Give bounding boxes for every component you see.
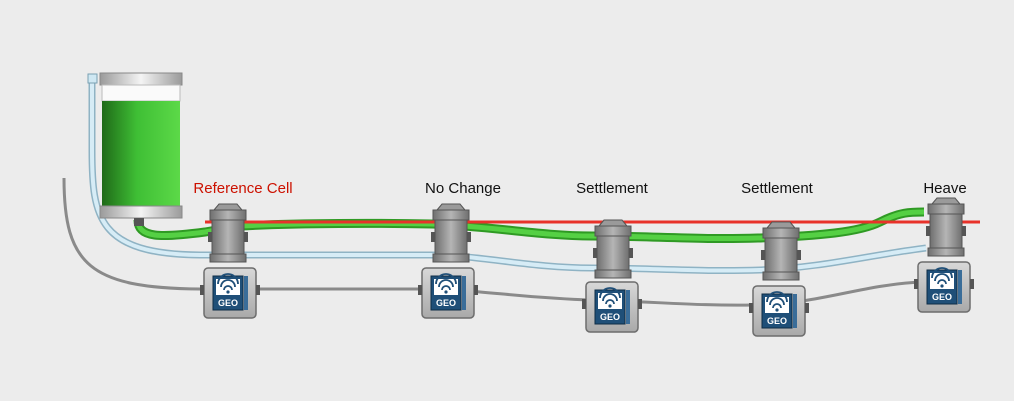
geo-logger-no-change: GEO bbox=[418, 267, 478, 319]
label-settlement-2: Settlement bbox=[741, 180, 813, 197]
geo-logo-text: GEO bbox=[436, 298, 456, 308]
label-reference-cell: Reference Cell bbox=[193, 180, 293, 197]
settlement-cell-settlement-1 bbox=[593, 219, 633, 279]
geo-logger-settlement-1: GEO bbox=[582, 281, 642, 333]
settlement-cell-settlement-2 bbox=[761, 221, 801, 281]
geo-logo-text: GEO bbox=[218, 298, 238, 308]
label-settlement-1: Settlement bbox=[576, 180, 648, 197]
geo-logo-text: GEO bbox=[767, 316, 787, 326]
label-no-change: No Change bbox=[425, 180, 501, 197]
geo-logger-settlement-2: GEO bbox=[749, 285, 809, 337]
settlement-cell-no-change bbox=[431, 203, 471, 263]
wifi-icon bbox=[931, 267, 953, 288]
wifi-icon bbox=[217, 273, 239, 294]
geo-logger-heave: GEO bbox=[914, 261, 974, 313]
geo-logo-text: GEO bbox=[600, 312, 620, 322]
reservoir-tank bbox=[87, 72, 183, 226]
wifi-icon bbox=[435, 273, 457, 294]
settlement-cell-heave bbox=[926, 197, 966, 257]
wifi-icon bbox=[599, 287, 621, 308]
geo-logo-text: GEO bbox=[932, 292, 952, 302]
settlement-cell-reference bbox=[208, 203, 248, 263]
label-heave: Heave bbox=[923, 180, 967, 197]
geo-logger-reference: GEO bbox=[200, 267, 260, 319]
wifi-icon bbox=[766, 291, 788, 312]
